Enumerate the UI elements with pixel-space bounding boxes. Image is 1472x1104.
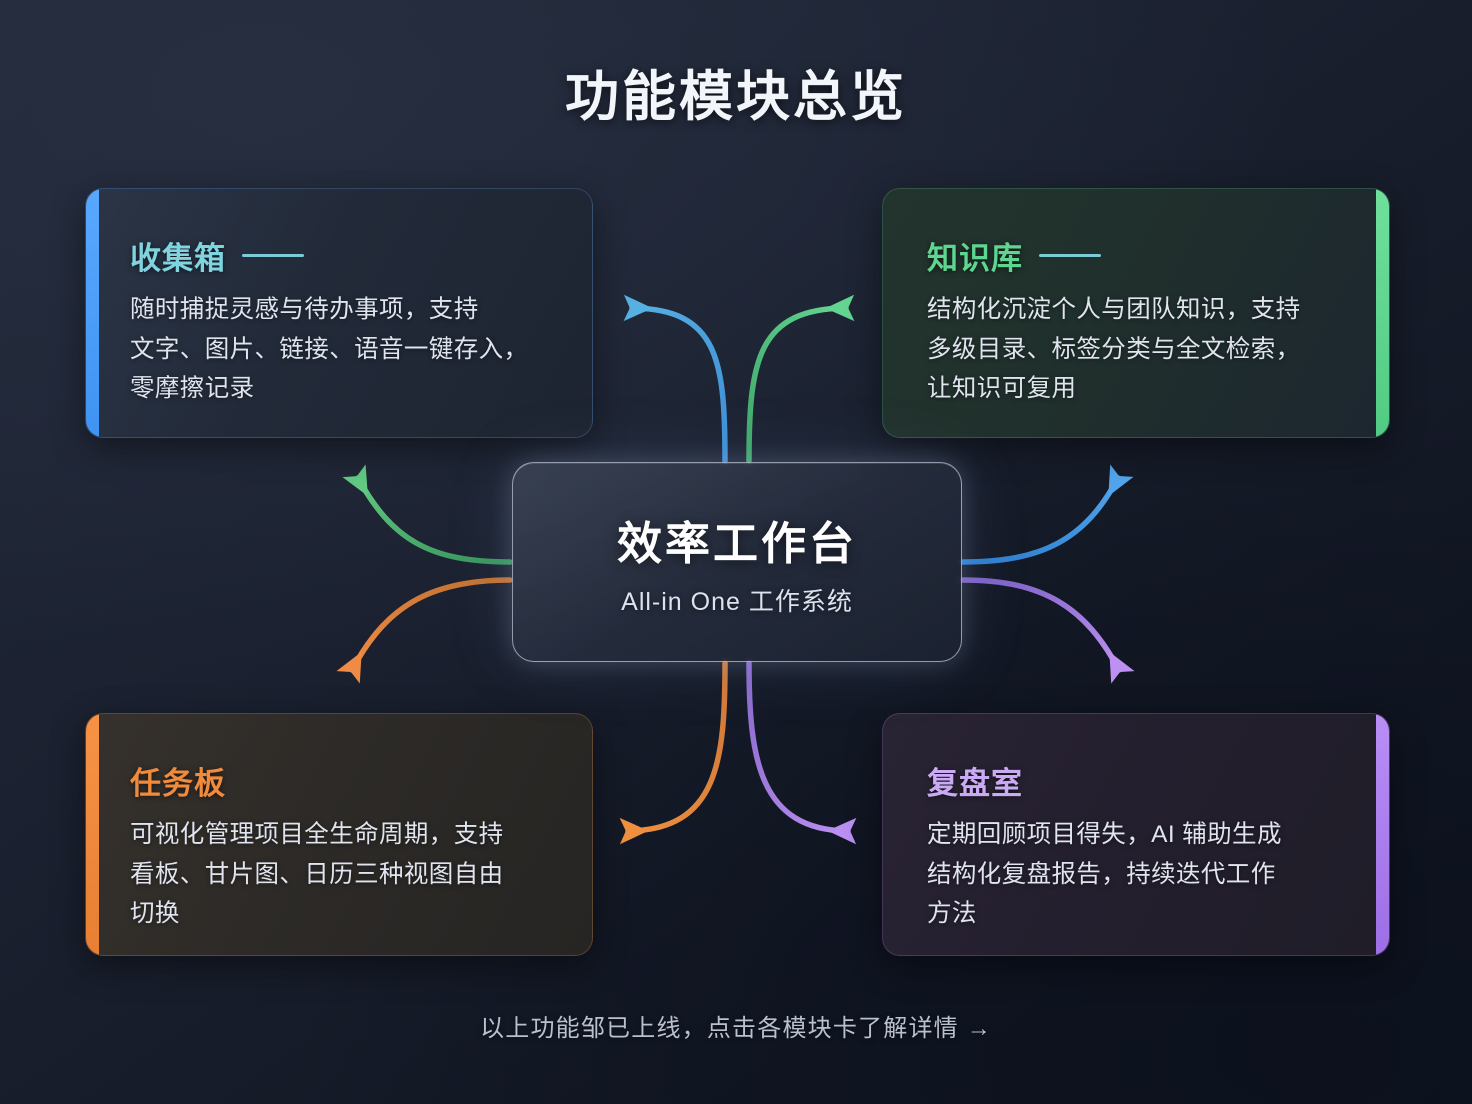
accent-bar-knowledge-base <box>1376 189 1389 437</box>
card-title-text: 任务板 <box>130 766 226 801</box>
arrow-hub-to-inbox <box>623 294 728 464</box>
card-title-inbox: 收集箱 <box>130 233 552 278</box>
accent-bar-task-board <box>86 714 99 955</box>
page-title: 功能模块总览 <box>565 67 907 127</box>
card-title-task-board: 任务板 <box>130 758 552 803</box>
card-title-knowledge-base: 知识库 <box>927 233 1349 278</box>
card-desc-knowledge-base: 结构化沉淀个人与团队知识，支持 多级目录、标签分类与全文检索， 让知识可复用 <box>927 296 1301 403</box>
card-desc-task-board: 可视化管理项目全生命周期，支持 看板、甘片图、日历三种视图自由 切换 <box>130 821 504 928</box>
module-card-knowledge-base[interactable]: 知识库 结构化沉淀个人与团队知识，支持 多级目录、标签分类与全文检索， 让知识可… <box>882 188 1390 438</box>
card-title-text: 知识库 <box>927 241 1023 276</box>
hub-subtitle: All-in One 工作系统 <box>621 587 853 616</box>
card-desc-review-room: 定期回顾项目得失，AI 辅助生成 结构化复盘报告，持续迭代工作 方法 <box>927 821 1282 928</box>
arrow-hub-right-up <box>960 464 1134 565</box>
module-card-inbox[interactable]: 收集箱 随时捕捉灵感与待办事项，支持 文字、图片、链接、语音一键存入， 零摩擦记… <box>85 188 593 438</box>
arrow-hub-to-task-board <box>619 660 728 845</box>
module-card-task-board[interactable]: 任务板 可视化管理项目全生命周期，支持 看板、甘片图、日历三种视图自由 切换 <box>85 713 593 956</box>
hub-title: 效率工作台 <box>616 517 857 569</box>
card-title-text: 收集箱 <box>130 241 226 276</box>
footer-note: 以上功能邹已上线，点击各模块卡了解详情 → <box>480 1015 992 1042</box>
title-dash-icon <box>242 254 304 257</box>
card-desc-inbox: 随时捕捉灵感与待办事项，支持 文字、图片、链接、语音一键存入， 零摩擦记录 <box>130 296 529 403</box>
card-title-text: 复盘室 <box>927 766 1023 801</box>
accent-bar-inbox <box>86 189 99 437</box>
arrow-hub-left-up <box>342 464 513 565</box>
arrow-hub-to-knowledge-base <box>746 294 855 464</box>
module-card-review-room[interactable]: 复盘室 定期回顾项目得失，AI 辅助生成 结构化复盘报告，持续迭代工作 方法 <box>882 713 1390 956</box>
arrow-hub-left-down <box>336 577 513 684</box>
arrow-hub-to-review-room <box>746 660 857 845</box>
center-hub[interactable]: 效率工作台 All-in One 工作系统 <box>512 462 962 662</box>
accent-bar-review-room <box>1376 714 1389 955</box>
arrow-hub-right-down <box>960 577 1135 684</box>
title-dash-icon <box>1039 254 1101 257</box>
card-title-review-room: 复盘室 <box>927 758 1349 803</box>
